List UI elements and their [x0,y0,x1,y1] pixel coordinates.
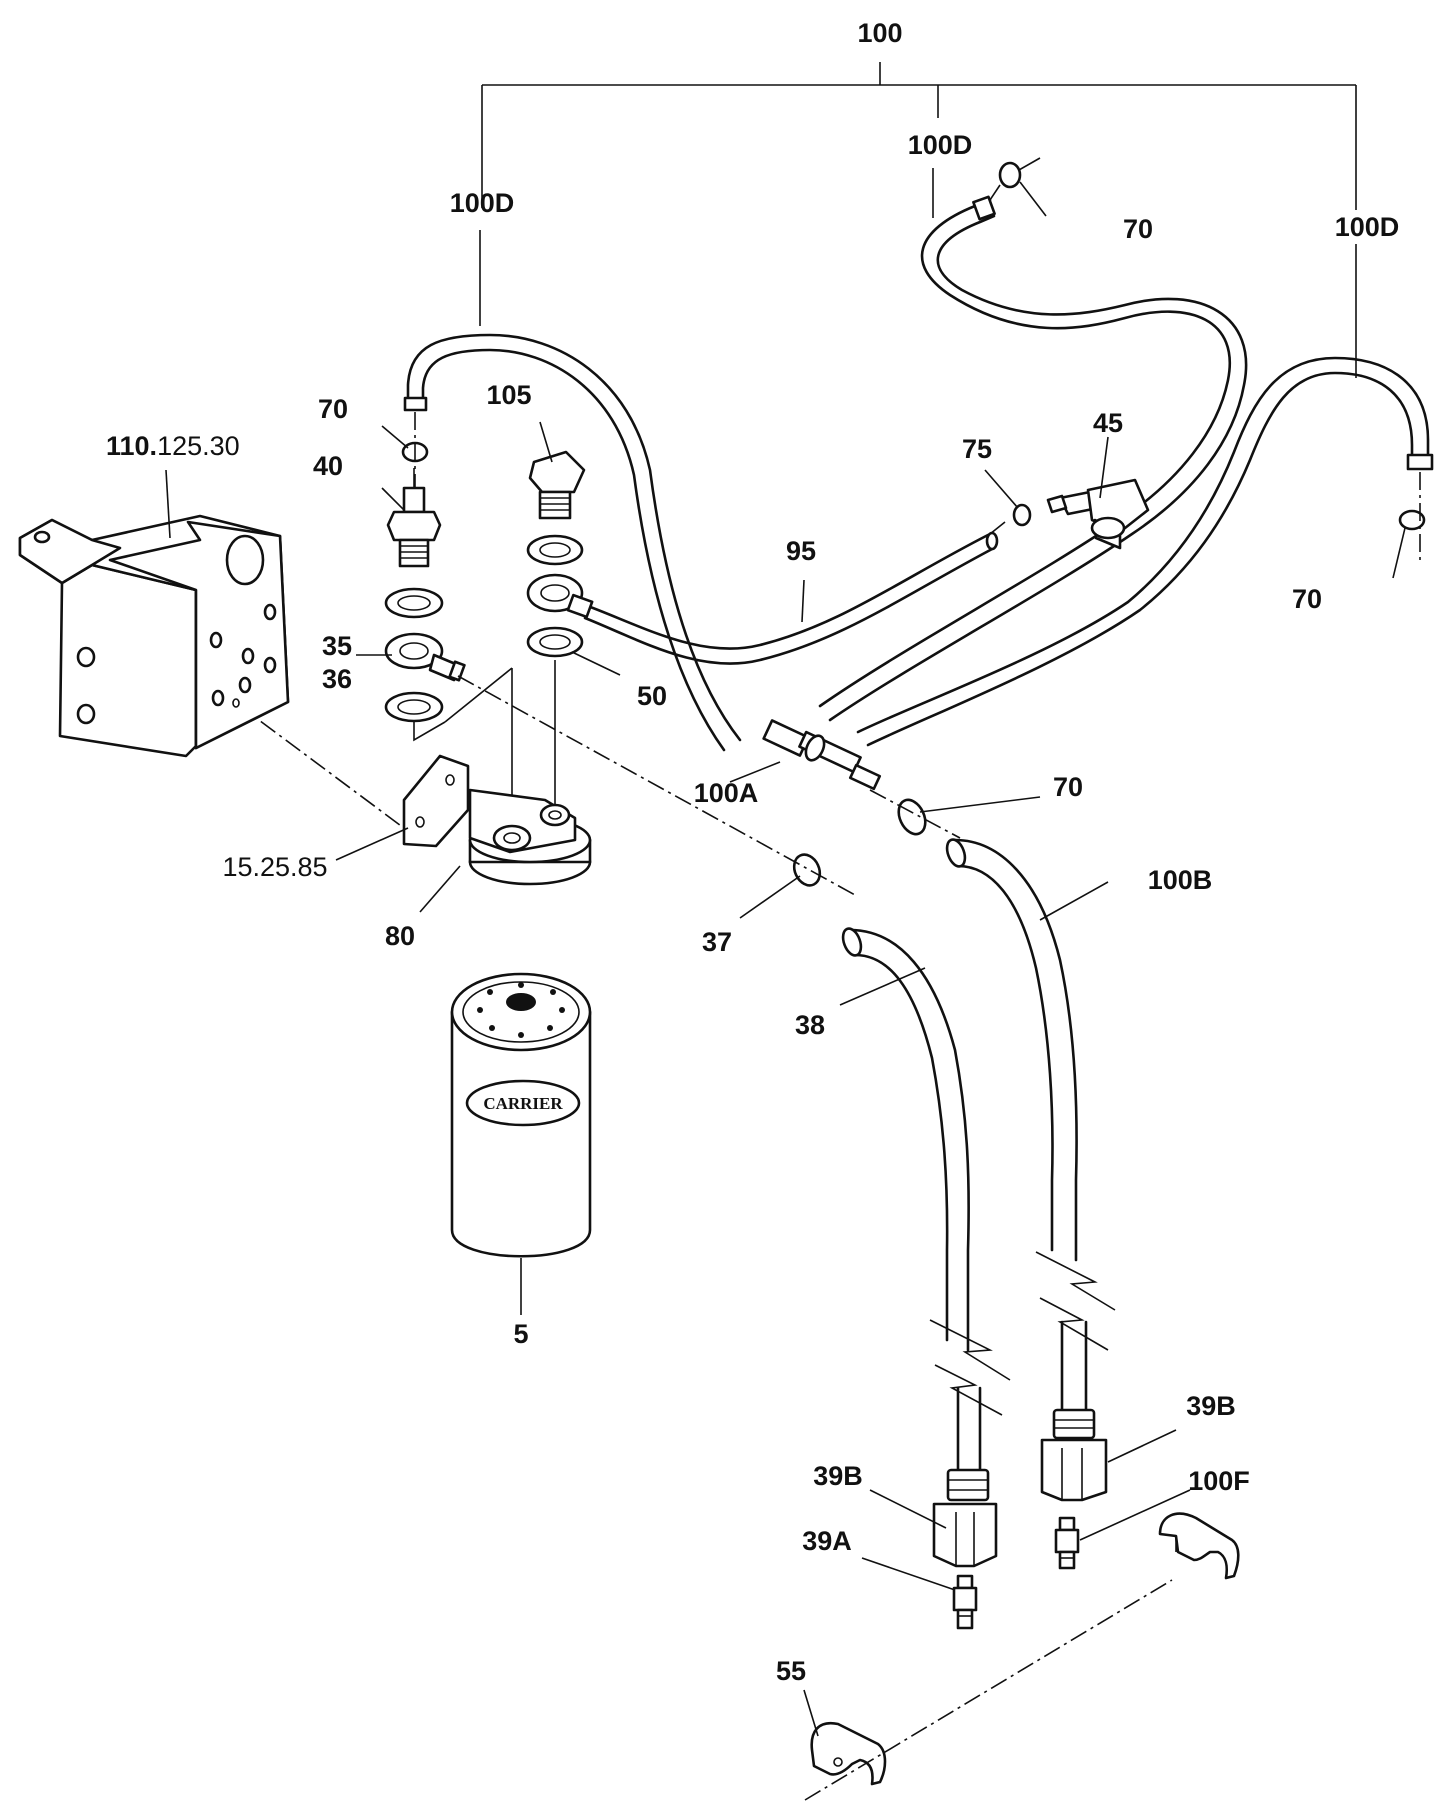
filter-cartridge-5: CARRIER [450,972,592,1315]
bolt-105 [528,450,586,520]
callout-55: 55 [776,1656,806,1686]
banjo-center [526,573,594,619]
connector-39b-right [1040,1408,1108,1502]
callout-80: 80 [385,921,415,951]
connector-39b-left [932,1468,998,1568]
callout-5: 5 [513,1319,528,1349]
clip-55-top [1158,1512,1240,1580]
callout-39b-right: 39B [1186,1391,1236,1421]
hose-100d-middle [818,195,1248,722]
callout-36: 36 [322,664,352,694]
hose-100d-right [856,356,1434,747]
washer-bottom-left [384,691,444,723]
clamp-70-mid [869,789,961,839]
callout-105: 105 [486,380,531,410]
callout-40: 40 [313,451,343,481]
hose-100b [945,838,1116,1414]
washer-50 [526,626,584,658]
callout-100a: 100A [694,778,759,808]
fitting-100a [762,719,882,791]
clip-55-bottom [810,1721,887,1786]
washer-50-top [526,534,584,566]
callout-39a: 39A [802,1526,852,1556]
mounting-bracket-110-125-30 [18,514,290,758]
callout-70-right: 70 [1292,584,1322,614]
hose-38 [841,927,1011,1477]
filter-head-80 [402,754,592,886]
callout-50: 50 [637,681,667,711]
callout-100d-right: 100D [1335,212,1400,242]
callout-70-middle: 70 [1053,772,1083,802]
brand-badge [465,1079,581,1127]
clamp-70-right [1398,472,1426,560]
clip-centerline [804,1579,1173,1801]
hose-100d-left [403,333,742,752]
assembly-centerlines [235,468,856,896]
clamp-75 [989,503,1032,535]
callout-labels: 100 100D 100D 100D 70 70 70 70 110.125.3… [106,18,1399,1686]
callout-45: 45 [1093,408,1123,438]
fitting-39a [952,1574,978,1630]
assembly-bracket-100 [479,62,1357,378]
switch-45 [1046,478,1150,550]
fitting-100f [1054,1516,1080,1570]
clamp-70-left [401,412,429,494]
callout-38: 38 [795,1010,825,1040]
callout-39b-left: 39B [813,1461,863,1491]
washer-top-left [384,587,444,619]
callout-37: 37 [702,927,732,957]
callout-95: 95 [786,536,816,566]
clamp-70-top [989,157,1041,201]
callout-100f: 100F [1188,1466,1250,1496]
callout-15-25-85: 15.25.85 [222,852,327,882]
callout-70-top: 70 [1123,214,1153,244]
leader-lines [165,181,1406,1737]
banjo-35-36 [384,632,466,682]
callout-70-left: 70 [318,394,348,424]
fitting-40 [386,486,442,568]
callout-100: 100 [857,18,902,48]
callout-100d-middle: 100D [908,130,973,160]
callout-100b: 100B [1148,865,1213,895]
callout-100d-left: 100D [450,188,515,218]
filter-brand-label: CARRIER [483,1094,563,1113]
callout-110-125-30: 110.125.30 [106,431,240,461]
callout-35: 35 [322,631,352,661]
clamp-37 [792,853,822,887]
callout-75: 75 [962,434,992,464]
